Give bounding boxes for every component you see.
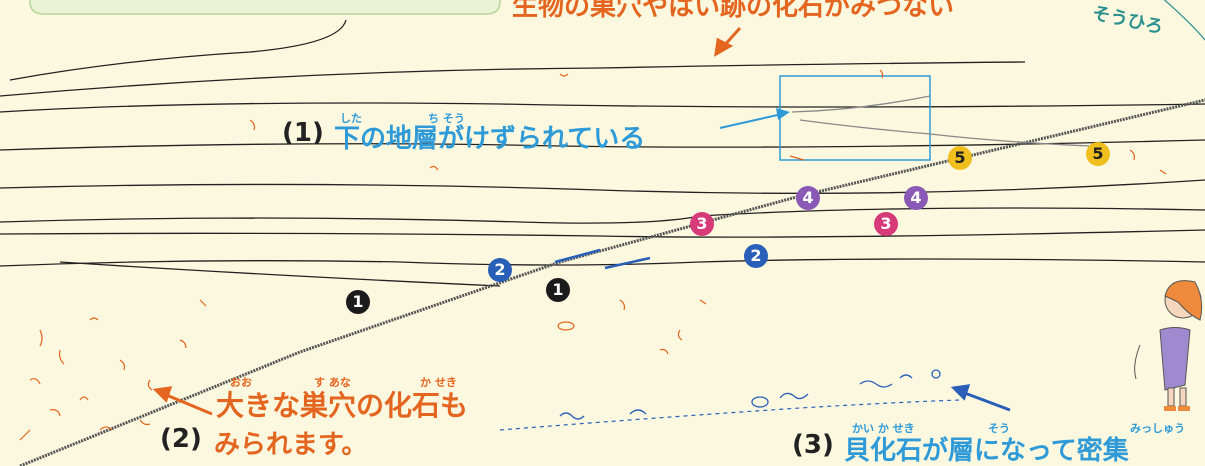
label1-ruby-chisou: ち そう (428, 112, 465, 125)
layer-marker-4b: 4 (904, 186, 928, 210)
shell-layer-dashes (499, 399, 961, 431)
label1-number: (1) (282, 118, 324, 148)
fault-offset-arrows (554, 248, 651, 270)
label3-ruby-kaikaseki: かい か せき (852, 422, 915, 435)
girl-illustration (1134, 280, 1203, 411)
burrow-fossils (19, 69, 1167, 441)
label3-number: (3) (792, 430, 834, 460)
shell-arrow (950, 384, 1011, 412)
shell-fossils (559, 369, 941, 420)
layer-marker-3b: 3 (874, 212, 898, 236)
erosion-surface (791, 95, 1091, 147)
label2-line1: 大きな巣穴の化石も (216, 389, 469, 422)
layer-marker-2a: 2 (488, 258, 512, 282)
label2-ruby-oo: おお (230, 376, 252, 389)
label1-pointer (719, 113, 783, 129)
layer-marker-4a: 4 (796, 186, 820, 210)
layer-marker-2b: 2 (744, 244, 768, 268)
layer-marker-1a: 1 (346, 290, 370, 314)
fault-line (19, 98, 1205, 466)
label3-text: 貝化石が層になって密集 (844, 436, 1129, 466)
layer-marker-5a: 5 (948, 146, 972, 170)
label2-line2: みられます。 (214, 430, 368, 460)
label2-ruby-kaseki: か せき (420, 376, 457, 389)
top-label-box (29, 0, 501, 15)
label2-ruby-suana: す あな (314, 376, 351, 389)
label1-ruby-shita: した (340, 112, 362, 125)
layer-marker-1b: 1 (546, 278, 570, 302)
layer-marker-3a: 3 (690, 212, 714, 236)
label3-ruby-sou: そう (988, 422, 1010, 435)
top-right-arc (1163, 0, 1205, 41)
label1-text: 下の地層がけずられている (334, 124, 646, 154)
top-label-partial: 生物の巣穴やはい跡の化石がみつない (512, 0, 955, 22)
orange-arrows (152, 26, 742, 416)
label2-number: (2) (160, 424, 202, 454)
strata-lines (0, 19, 1205, 287)
label3-ruby-misshuu: みっしゅう (1130, 422, 1185, 435)
layer-marker-5b: 5 (1086, 142, 1110, 166)
